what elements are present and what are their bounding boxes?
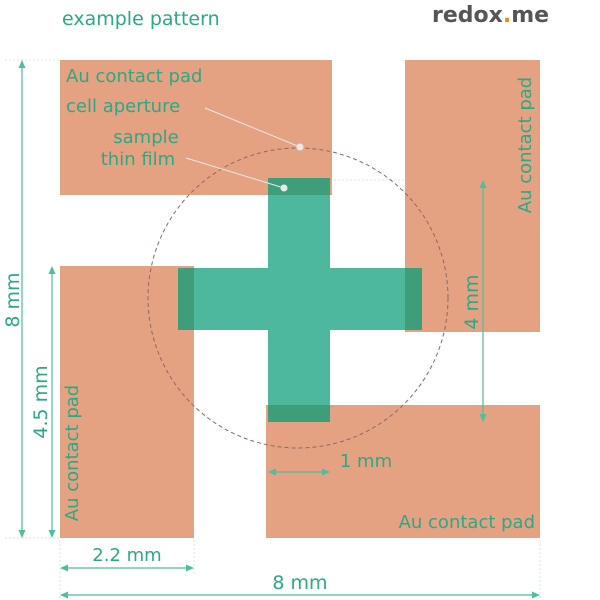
dim-label-width-total: 8 mm bbox=[272, 572, 327, 594]
arrow-line-right bbox=[322, 468, 330, 476]
arrow-h-pad-top bbox=[48, 266, 56, 274]
brand-logo: redox.me bbox=[432, 3, 549, 28]
dimension-lines bbox=[21, 63, 537, 596]
pad-right bbox=[405, 60, 540, 332]
overlap-bottom bbox=[268, 405, 330, 422]
dim-label-height-total: 8 mm bbox=[2, 272, 24, 327]
label-pad-left: Au contact pad bbox=[62, 385, 83, 521]
aperture-leader bbox=[204, 107, 301, 148]
contact-pads bbox=[60, 60, 540, 538]
leader-lines bbox=[185, 107, 301, 189]
caption: example pattern bbox=[62, 8, 220, 30]
cell-aperture-circle bbox=[147, 147, 449, 449]
label-pad-bottom-right: Au contact pad bbox=[399, 512, 535, 533]
dim-label-height-pad: 4.5 mm bbox=[30, 365, 52, 438]
pad-top-left bbox=[60, 60, 332, 195]
arrow-pad-w-left bbox=[60, 564, 68, 572]
dimension-arrows bbox=[18, 60, 540, 599]
overlap-left bbox=[178, 268, 194, 330]
label-sample-line1: sample bbox=[113, 127, 178, 148]
pad-left bbox=[60, 266, 194, 538]
dim-label-line-width: 1 mm bbox=[340, 451, 392, 472]
dim-label-arm: 4 mm bbox=[461, 274, 483, 329]
arrow-arm-bottom bbox=[479, 414, 487, 422]
aperture-leader-dot bbox=[296, 143, 304, 151]
arrow-arm-top bbox=[479, 180, 487, 188]
label-cell-aperture: cell aperture bbox=[66, 96, 180, 117]
dim-label-pad-width: 2.2 mm bbox=[92, 545, 161, 566]
film-leader bbox=[185, 157, 285, 189]
label-sample-line2: thin film bbox=[101, 149, 175, 170]
film-horizontal-bar bbox=[178, 268, 422, 330]
arrow-h-pad-bottom bbox=[48, 530, 56, 538]
overlap-right bbox=[405, 268, 422, 330]
arrow-line-left bbox=[268, 468, 276, 476]
arrow-w-total-right bbox=[532, 591, 540, 599]
label-pad-right: Au contact pad bbox=[515, 77, 536, 213]
arrow-h-total-top bbox=[18, 60, 26, 68]
overlap-regions bbox=[178, 178, 422, 422]
thin-film-cross bbox=[178, 178, 422, 422]
film-leader-dot bbox=[280, 184, 288, 192]
arrow-w-total-left bbox=[60, 591, 68, 599]
overlap-top bbox=[268, 178, 330, 195]
arrow-h-total-bottom bbox=[18, 530, 26, 538]
label-pad-top-left: Au contact pad bbox=[66, 66, 202, 87]
arrow-pad-w-right bbox=[186, 564, 194, 572]
